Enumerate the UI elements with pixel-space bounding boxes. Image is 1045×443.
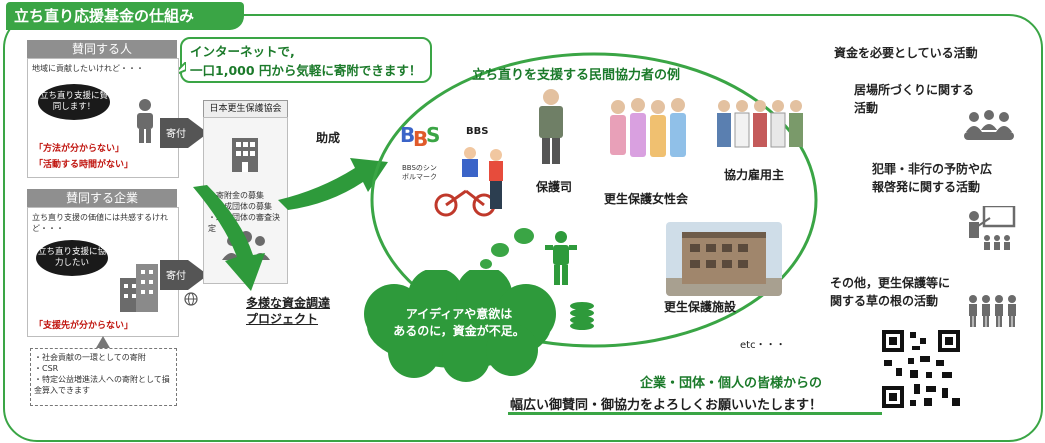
company-header: 賛同する企業 — [27, 189, 177, 207]
project-line1: 多様な資金調達 — [246, 296, 331, 310]
company-donate-label: 寄付 — [166, 271, 186, 282]
employer-label: 協力雇用主 — [724, 168, 785, 182]
activity-line: 関する草の根の活動 — [830, 294, 939, 308]
task-item: ・寄附金の募集 — [208, 191, 264, 200]
cloud-line2: あるのに，資金が不足。 — [393, 324, 525, 338]
activity-line: 活動 — [854, 101, 879, 115]
women-association-label: 更生保護女性会 — [604, 192, 689, 206]
benefit-item: ・特定公益増進法人への寄附として損金算入できます — [34, 375, 170, 395]
task-item: ・助成団体の審査決定 — [208, 213, 280, 233]
building-icon — [120, 264, 158, 312]
etc-label: etc・・・ — [740, 340, 786, 351]
individual-problem2: 「活動する時間がない」 — [34, 160, 134, 170]
association-tasks: ・寄附金の募集 ・助成団体の募集 ・助成団体の審査決定 — [208, 190, 287, 234]
company-donate-arrow — [160, 260, 208, 290]
activity-item: その他，更生保護等に 関する草の根の活動 — [830, 274, 950, 310]
bbs-youth-illustration — [434, 147, 503, 217]
footer-line2: 幅広い御賛同・御協力をよろしくお願いいたします！ — [510, 398, 823, 413]
activity-line: 犯罪・非行の予防や広 — [872, 162, 993, 176]
page-title: 立ち直り応援基金の仕組み — [6, 2, 244, 30]
partners-title: 立ち直りを支援する民間協力者の例 — [472, 68, 681, 83]
association-name: 日本更生保護協会 — [203, 100, 288, 118]
people-icon — [969, 295, 1016, 327]
footer-line1: 企業・団体・個人の皆様からの — [640, 376, 823, 391]
activity-item: 居場所づくりに関する 活動 — [854, 81, 974, 117]
globe-icon — [184, 292, 198, 306]
project-line2: プロジェクト — [246, 312, 319, 326]
employer-illustration — [717, 100, 803, 148]
benefits-list: ・社会貢献の一環としての寄附 ・CSR ・特定公益増進法人への寄附として損金算入… — [34, 352, 174, 396]
cloud-line1: アイディアや意欲は — [405, 307, 513, 321]
individual-box: 地域に貢献したいけれど・・・ 立ち直り支援に賛同します！ 「方法が分からない」 … — [27, 58, 179, 178]
svg-text:S: S — [426, 123, 440, 147]
individual-bubble: 立ち直り支援に賛同します！ — [38, 84, 110, 120]
company-intro: 立ち直り支援の価値には共感するけれど・・・ — [32, 213, 168, 233]
coins-icon — [570, 302, 594, 330]
svg-text:B: B — [400, 123, 415, 147]
individual-donate-label: 寄付 — [166, 129, 186, 140]
callout-line1: インターネットで, — [190, 44, 295, 59]
project-label: 多様な資金調達 プロジェクト — [246, 295, 330, 327]
thinking-person-icon — [545, 231, 577, 285]
grant-label: 助成 — [316, 131, 341, 145]
individual-intro: 地域に貢献したいけれど・・・ — [32, 64, 144, 73]
project-arrow — [193, 185, 265, 291]
activity-line: 報啓発に関する活動 — [872, 180, 981, 194]
thought-bubbles — [480, 228, 534, 269]
qr-code-icon[interactable] — [880, 328, 962, 410]
company-box: 立ち直り支援の価値には共感するけれど・・・ 立ち直り支援に協力したい 「支援先が… — [27, 207, 179, 337]
activities-title: 資金を必要としている活動 — [834, 46, 978, 60]
presenter-icon — [969, 206, 1016, 250]
benefits-box: ・社会貢献の一環としての寄附 ・CSR ・特定公益増進法人への寄附として損金算入… — [30, 348, 177, 406]
bbs-label: BBS — [466, 126, 489, 137]
task-item: ・助成団体の募集 — [208, 202, 272, 211]
benefit-item: ・社会貢献の一環としての寄附 — [34, 353, 146, 362]
benefits-arrow — [96, 336, 110, 348]
person-icon — [137, 99, 153, 143]
svg-text:B: B — [413, 127, 428, 151]
hogoshi-illustration — [539, 89, 563, 164]
grant-arrow — [278, 158, 388, 210]
meeting-icon — [964, 110, 1014, 140]
individual-donate-arrow — [160, 118, 208, 148]
company-problem: 「支援先が分からない」 — [34, 321, 134, 331]
hogoshi-label: 保護司 — [536, 180, 573, 194]
partners-oval — [370, 52, 818, 348]
callout-line2: 一口1,000 円から気軽に寄附できます！ — [190, 63, 422, 78]
facility-label: 更生保護施設 — [664, 300, 737, 314]
activity-line: 居場所づくりに関する — [854, 83, 975, 97]
funding-shortage-cloud — [364, 270, 556, 382]
facility-photo — [666, 222, 782, 296]
company-bubble: 立ち直り支援に協力したい — [36, 240, 108, 276]
activity-line: その他，更生保護等に — [830, 276, 951, 290]
bbs-logo-icon: B B S — [400, 123, 440, 151]
individual-header: 賛同する人 — [27, 40, 177, 58]
women-association-illustration — [610, 98, 686, 157]
footer-underline — [508, 412, 882, 415]
benefit-item: ・CSR — [34, 364, 59, 373]
cloud-text: アイディアや意欲は あるのに，資金が不足。 — [378, 306, 540, 340]
office-building-icon — [232, 138, 258, 172]
individual-problem1: 「方法が分からない」 — [34, 144, 125, 154]
internet-callout: インターネットで, 一口1,000 円から気軽に寄附できます！ — [180, 37, 432, 83]
activity-item: 犯罪・非行の予防や広 報啓発に関する活動 — [872, 160, 992, 196]
bbs-mark-caption: BBSのシンボルマーク — [402, 164, 437, 181]
